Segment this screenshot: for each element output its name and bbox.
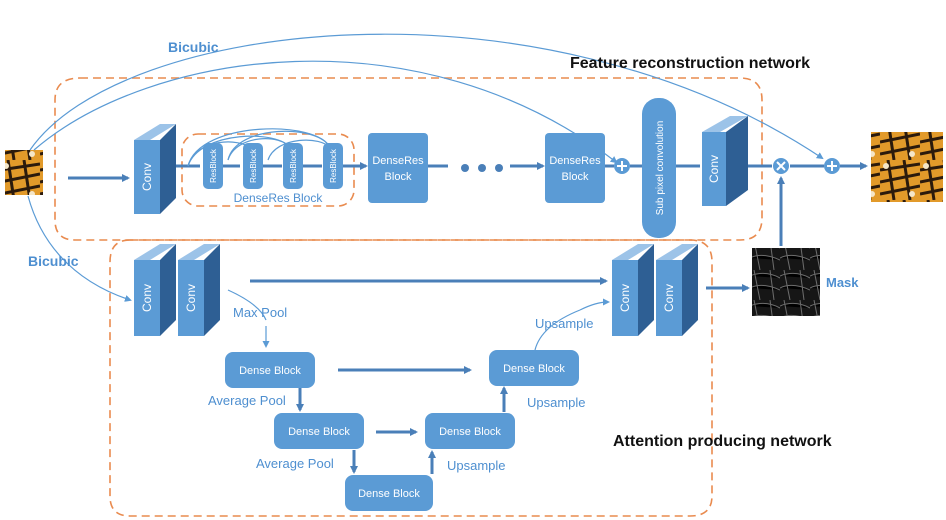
bicubic-curve-top (29, 33, 824, 160)
upsample-label-2: Upsample (527, 395, 586, 410)
conv-block-bottom-c (612, 244, 654, 336)
denseres-block-2 (545, 133, 605, 203)
conv-block-bottom-b (178, 244, 220, 336)
conv-label-bottom-b: Conv (184, 284, 198, 312)
upsample-arrow (579, 298, 610, 311)
ellipsis-dot (495, 164, 503, 172)
max-pool-label: Max Pool (233, 305, 287, 320)
resblock-3 (283, 143, 303, 189)
denseres-label-2b: Block (562, 171, 589, 183)
conv-label-top-2: Conv (707, 155, 721, 183)
resblock-1 (203, 143, 223, 189)
dense-block-label-5: Dense Block (503, 363, 565, 375)
output-image (871, 132, 943, 202)
upsample-label-3: Upsample (447, 458, 506, 473)
subpixel-conv-block (642, 98, 676, 238)
dense-block-label-3: Dense Block (358, 488, 420, 500)
dense-block-label-2: Dense Block (288, 426, 350, 438)
resblock-label-1: ResBlock (209, 148, 218, 183)
conv-label-top-1: Conv (140, 163, 154, 191)
feature-network-title: Feature reconstruction network (570, 55, 810, 72)
denseres-block-frame (181, 133, 355, 207)
conv-label-bottom-c: Conv (618, 284, 632, 312)
dense-block-1 (225, 352, 315, 388)
resblock-label-4: ResBlock (329, 148, 338, 183)
average-pool-label-2: Average Pool (256, 456, 334, 471)
bicubic-curve-left (27, 195, 132, 302)
resblock-2 (243, 143, 263, 189)
dense-block-label-1: Dense Block (239, 365, 301, 377)
attention-network-frame (109, 239, 713, 517)
resblock-label-2: ResBlock (249, 148, 258, 183)
resblock-label-3: ResBlock (289, 148, 298, 183)
bicubic-curve-middle (33, 60, 618, 164)
conv-block-bottom-d (656, 244, 698, 336)
denseres-group-label: DenseRes Block (234, 191, 324, 205)
upsample-curve (534, 309, 581, 351)
mask-label: Mask (826, 275, 859, 290)
upsample-label-1: Upsample (535, 316, 594, 331)
dense-block-3 (345, 475, 433, 511)
denseres-label-1b: Block (385, 171, 412, 183)
subpixel-label: Sub pixel convolution (655, 121, 666, 216)
plus-operator-2 (824, 158, 840, 174)
conv-block-top-2 (702, 116, 748, 206)
mask-image (752, 248, 820, 316)
attention-network-title: Attention producing network (613, 433, 832, 450)
input-image (5, 150, 43, 195)
ellipsis-dot (461, 164, 469, 172)
dense-block-5 (489, 350, 579, 386)
dense-block-label-4: Dense Block (439, 426, 501, 438)
denseres-block-1 (368, 133, 428, 203)
resblock-4 (323, 143, 343, 189)
bicubic-label-left: Bicubic (28, 253, 79, 269)
average-pool-label-1: Average Pool (208, 393, 286, 408)
multiply-operator (773, 158, 789, 174)
feature-network-frame (54, 77, 763, 241)
conv-block-bottom-a (134, 244, 176, 336)
conv-block-top-1 (134, 124, 176, 214)
maxpool-curve (227, 289, 267, 321)
dense-block-4 (425, 413, 515, 449)
denseres-label-2a: DenseRes (549, 155, 601, 167)
plus-operator-1 (614, 158, 630, 174)
conv-label-bottom-a: Conv (140, 284, 154, 312)
ellipsis-dot (478, 164, 486, 172)
denseres-label-1a: DenseRes (372, 155, 424, 167)
dense-block-2 (274, 413, 364, 449)
bicubic-label-top: Bicubic (168, 39, 219, 55)
conv-label-bottom-d: Conv (662, 284, 676, 312)
